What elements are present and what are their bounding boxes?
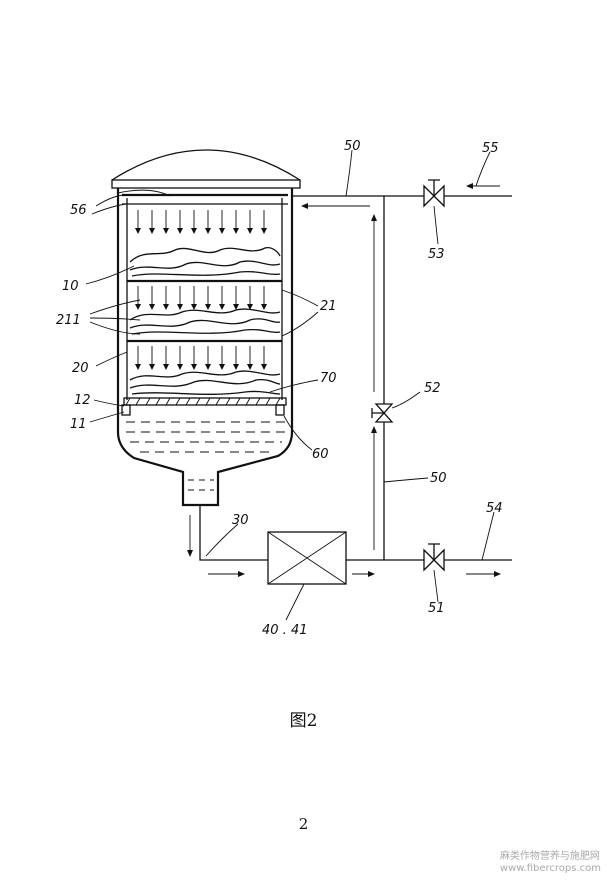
- flow-arrows-row2: [135, 286, 267, 310]
- heat-exchanger: [267, 531, 347, 585]
- fiber-layer-3: [129, 370, 281, 395]
- support-foot-left: [121, 404, 131, 416]
- label-30: 30: [232, 513, 249, 528]
- label-53: 53: [428, 247, 445, 262]
- valve-53-handle[interactable]: [428, 179, 440, 196]
- figure-caption: 图2: [289, 711, 318, 731]
- label-10: 10: [62, 279, 79, 294]
- valve-51-handle[interactable]: [428, 543, 440, 560]
- label-52: 52: [424, 381, 441, 396]
- inner-basket: [126, 198, 283, 400]
- leader-lines: [85, 149, 495, 621]
- valve-52-handle[interactable]: [371, 408, 384, 418]
- valve-53[interactable]: [423, 184, 445, 208]
- vessel-wall: [116, 188, 294, 507]
- label-55: 55: [482, 141, 499, 156]
- label-40-41: 40 . 41: [262, 623, 307, 638]
- label-60: 60: [312, 447, 329, 462]
- watermark-line-2: www.fibercrops.com: [499, 863, 601, 874]
- fiber-layer-1: [129, 246, 281, 277]
- label-56: 56: [70, 203, 87, 218]
- heat-exchanger-cross: [267, 531, 347, 585]
- label-50-mid: 50: [430, 471, 447, 486]
- inlet-bend: [117, 189, 171, 197]
- liquid-level-lines: [126, 421, 286, 453]
- vessel-dome: [111, 149, 301, 181]
- watermark: 麻类作物营养与施肥网 www.fibercrops.com: [500, 851, 601, 875]
- flow-arrows-row1: [135, 210, 267, 234]
- page-number: 2: [298, 815, 309, 833]
- label-21: 21: [320, 299, 337, 314]
- label-12: 12: [74, 393, 91, 408]
- label-51: 51: [428, 601, 445, 616]
- fiber-layer-2: [129, 308, 281, 335]
- watermark-line-1: 麻类作物营养与施肥网: [499, 851, 600, 862]
- label-211: 211: [56, 313, 81, 328]
- grid-hatching: [125, 397, 281, 406]
- neck-liquid-lines: [188, 479, 214, 491]
- label-50-top: 50: [344, 139, 361, 154]
- support-foot-right: [275, 404, 285, 416]
- valve-51[interactable]: [423, 548, 445, 572]
- label-70: 70: [320, 371, 337, 386]
- drain-pipe-30: [199, 505, 268, 561]
- flow-arrows-row3: [135, 346, 267, 370]
- label-54: 54: [486, 501, 503, 516]
- valve-52[interactable]: [374, 403, 394, 423]
- lid-flange: [111, 179, 301, 189]
- label-20: 20: [72, 361, 89, 376]
- label-11: 11: [70, 417, 87, 432]
- support-grid: [123, 397, 287, 406]
